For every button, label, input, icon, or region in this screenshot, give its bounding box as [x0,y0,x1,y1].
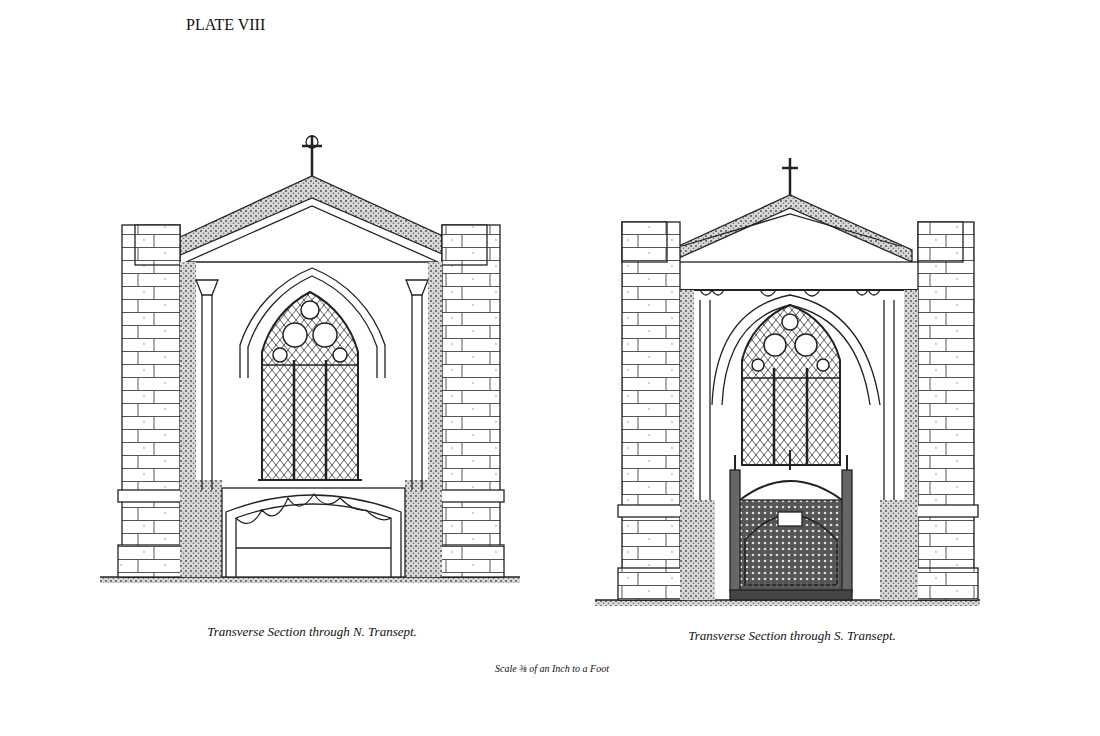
scale-note: Scale ⅜ of an Inch to a Foot [495,663,609,674]
section-caption: Transverse Section through S. Transept. [688,628,896,644]
section-caption: Transverse Section through N. Transept. [207,624,417,640]
plate-title: PLATE VIII [186,16,265,34]
